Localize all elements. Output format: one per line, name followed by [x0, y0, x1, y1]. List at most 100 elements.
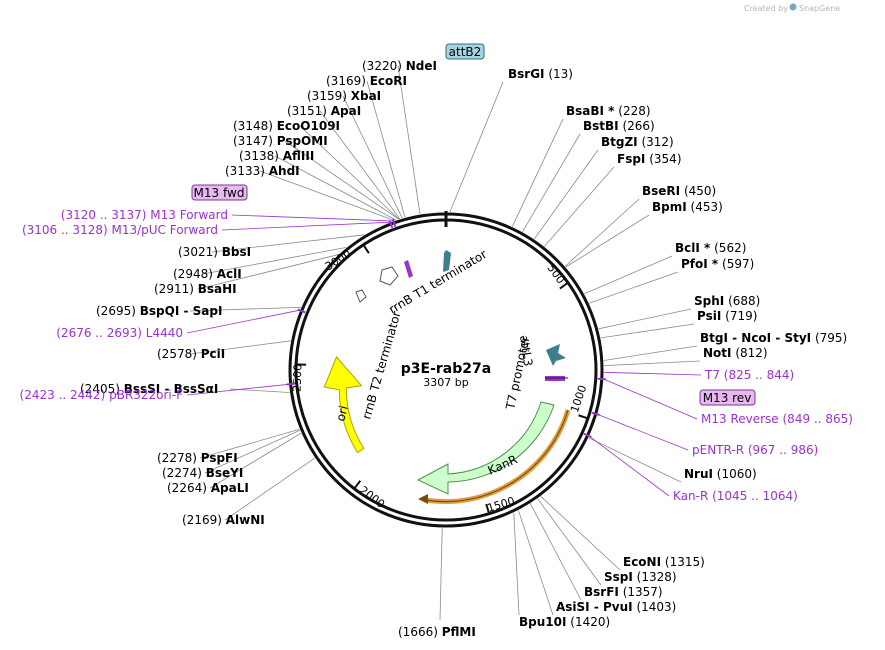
site-pflmi[interactable]: (1666) PflMI [398, 625, 476, 639]
site-leader-line [565, 214, 650, 268]
site-apai[interactable]: (3151) ApaI [287, 104, 361, 118]
attb2-bar[interactable] [443, 250, 451, 272]
site-bsrfi[interactable]: BsrFI (1357) [584, 585, 663, 599]
site-bpmi[interactable]: BpmI (453) [652, 200, 723, 214]
rrnb-t2-terminator-icon[interactable] [355, 289, 367, 303]
tick-mark [485, 503, 491, 514]
plasmid-length: 3307 bp [423, 376, 468, 389]
site-leader-line [584, 255, 673, 295]
primer-site-mark [297, 308, 306, 314]
site-asisi-pvui[interactable]: AsiSI - PvuI (1403) [556, 600, 676, 614]
site-sspi[interactable]: SspI (1328) [604, 570, 677, 584]
site-bseyi[interactable]: (2274) BseYI [162, 466, 243, 480]
site-psii[interactable]: PsiI (719) [697, 309, 757, 323]
site-leader-line [511, 118, 564, 227]
tick-mark [559, 281, 569, 290]
tick-mark [578, 414, 589, 420]
site-ecoo109i[interactable]: (3148) EcoO109I [233, 119, 340, 133]
site-leader-line [588, 437, 682, 483]
ori-feature[interactable] [323, 356, 365, 454]
primer-leader-line [186, 383, 289, 396]
primer-leader-line [597, 414, 689, 451]
site-leader-line [274, 155, 397, 221]
site-apali[interactable]: (2264) ApaLI [167, 481, 249, 495]
primer-leader-line [589, 435, 670, 497]
site-leader-line [224, 457, 316, 521]
m13-rev-box[interactable] [699, 389, 756, 406]
site-leader-line [564, 198, 640, 267]
site-bbsi[interactable]: (3021) BbsI [178, 245, 251, 259]
site-econi[interactable]: EcoNI (1315) [623, 555, 705, 569]
site-leader-line [259, 170, 395, 221]
site-sphi[interactable]: SphI (688) [694, 294, 760, 308]
site-bsrgi[interactable]: BsrGI (13) [508, 67, 573, 81]
site-bsahi[interactable]: (2911) BsaHI [154, 282, 237, 296]
site-leader-line [598, 308, 692, 330]
site-bsssi-bsss-i[interactable]: (2405) BssSI - BssSαI [80, 382, 218, 396]
primer-pentr-r[interactable]: pENTR-R (967 .. 986) [692, 443, 818, 457]
site-btgzi[interactable]: BtgZI (312) [601, 135, 674, 149]
primer-m13-puc-forward[interactable]: (3106 .. 3128) M13/pUC Forward [22, 223, 218, 237]
site-alwni[interactable]: (2169) AlwNI [182, 513, 265, 527]
site-bseri[interactable]: BseRI (450) [642, 184, 716, 198]
site-leader-line [342, 95, 403, 219]
site-pfoi[interactable]: PfoI * (597) [681, 257, 754, 271]
site-bspqi-sapi[interactable]: (2695) BspQI - SapI [96, 304, 222, 318]
site-nrui[interactable]: NruI (1060) [684, 467, 757, 481]
site-leader-line [204, 429, 301, 474]
site-leader-line [189, 306, 302, 312]
site-pspomi[interactable]: (3147) PspOMI [233, 134, 328, 148]
primer-pbr322ori-f[interactable]: (2423 .. 2442) pBR322ori-F [20, 388, 184, 402]
primer-m13-reverse[interactable]: M13 Reverse (849 .. 865) [701, 412, 853, 426]
site-afliii[interactable]: (3138) AflIII [239, 149, 314, 163]
attl3-arrow-icon[interactable] [546, 344, 566, 366]
primer-kan-r[interactable]: Kan-R (1045 .. 1064) [673, 489, 798, 503]
backbone [288, 211, 604, 528]
tick-mark [362, 244, 370, 254]
tick-mark [353, 480, 362, 490]
snapgene-logo-icon [789, 3, 797, 11]
site-pcii[interactable]: (2578) PciI [157, 347, 225, 361]
primer-site-mark [591, 411, 600, 416]
site-fspi[interactable]: FspI (354) [617, 152, 682, 166]
site-pspfi[interactable]: (2278) PspFI [157, 451, 238, 465]
kanr-feature[interactable] [416, 401, 555, 495]
site-ecori[interactable]: (3169) EcoRI [326, 74, 407, 88]
leader-lines [186, 65, 702, 621]
primer-site-mark [388, 219, 394, 229]
primer-m13-forward[interactable]: (3120 .. 3137) M13 Forward [61, 208, 228, 222]
primer-l4440[interactable]: (2676 .. 2693) L4440 [56, 326, 183, 340]
site-leader-line [366, 80, 406, 218]
features [323, 250, 571, 505]
primer-leader-line [231, 214, 394, 222]
plasmid-name: p3E-rab27a [401, 361, 491, 377]
credit-brand: SnapGene [799, 4, 840, 13]
site-noti[interactable]: NotI (812) [703, 346, 768, 360]
primer-leader-line [186, 309, 300, 334]
site-ndei[interactable]: (3220) NdeI [362, 59, 437, 73]
site-leader-line [540, 496, 621, 571]
rrnb-t1-terminator-icon[interactable] [379, 266, 399, 286]
credit-prefix: Created by [744, 4, 788, 13]
primer-site-mark [583, 432, 592, 439]
primer-t7[interactable]: T7 (825 .. 844) [704, 368, 794, 382]
site-leader-line [513, 512, 520, 616]
site-xbai[interactable]: (3159) XbaI [307, 89, 381, 103]
primer-labels: T7 (825 .. 844) M13 Reverse (849 .. 865) p… [20, 208, 853, 503]
site-bpu10i[interactable]: Bpu10I (1420) [519, 615, 610, 629]
site-leader-line [600, 323, 695, 339]
site-bsabi[interactable]: BsaBI * (228) [566, 104, 651, 118]
site-leader-line [530, 503, 582, 601]
tick-label: 1000 [568, 384, 589, 415]
site-bstbi[interactable]: BstBI (266) [583, 119, 655, 133]
m13-fwd-box[interactable] [191, 184, 248, 201]
m13-fwd-bar [404, 260, 413, 278]
site-ahdi[interactable]: (3133) AhdI [225, 164, 300, 178]
site-leader-line [397, 65, 421, 215]
rrnb-t1-terminator-label: rrnB T1 terminator [386, 247, 489, 317]
attb2-box[interactable] [445, 43, 485, 60]
site-bcli[interactable]: BclI * (562) [675, 241, 746, 255]
site-acli[interactable]: (2948) AclI [173, 267, 242, 281]
site-btgi-ncoi-styi[interactable]: BtgI - NcoI - StyI (795) [700, 331, 847, 345]
